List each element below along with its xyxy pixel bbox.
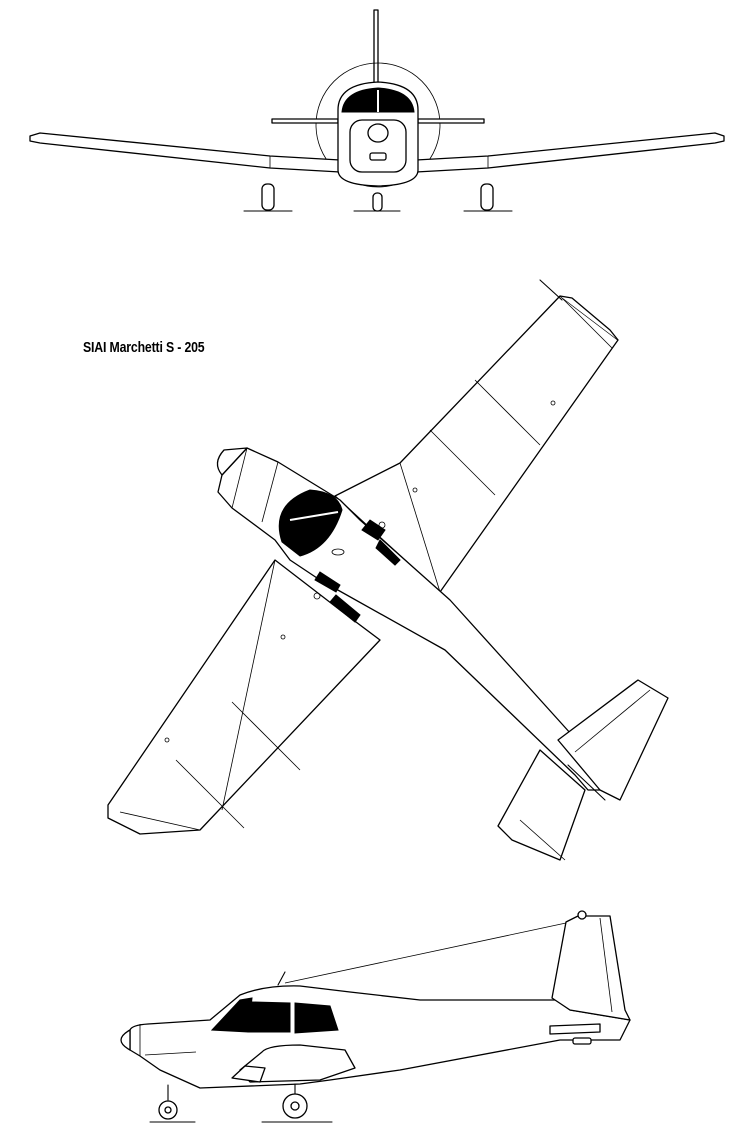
side-window-lower [314,571,341,593]
upper-wing-tip [559,295,619,341]
front-view [29,9,725,212]
cabin-window-front [247,1001,291,1033]
fuselage-side [129,985,631,1089]
canopy-top [278,489,343,557]
propeller-blade-upper [373,9,379,91]
tailplane-lower-top [497,749,586,861]
tailplane-side [549,1023,601,1035]
wing-root-side [239,1044,356,1083]
spinner-front [367,123,389,143]
left-main-wheel-front [261,183,275,211]
nose-wheel-front [372,192,383,212]
side-view [120,910,631,1123]
pitot-tube [539,279,563,301]
vertical-fin-side [551,915,631,1021]
right-wing-front [415,132,725,173]
air-intake-front [369,152,387,161]
engine-cowling-front [349,119,407,173]
spinner-side [120,1029,131,1051]
tailplane-upper-top [557,679,669,801]
side-window-upper [361,519,386,541]
left-wing-front [29,132,341,173]
cabin-window-rear [294,1002,339,1034]
spinner-top [216,447,248,476]
windscreen-side [210,997,253,1033]
aircraft-title: SIAI Marchetti S - 205 [83,339,205,356]
tailplane-right-front [417,118,485,124]
antenna [277,971,286,986]
right-main-wheel-front [480,183,494,211]
top-view [107,279,669,861]
propeller-disc [315,62,441,188]
antenna-wire [284,919,581,984]
tailplane-left-front [271,118,339,124]
